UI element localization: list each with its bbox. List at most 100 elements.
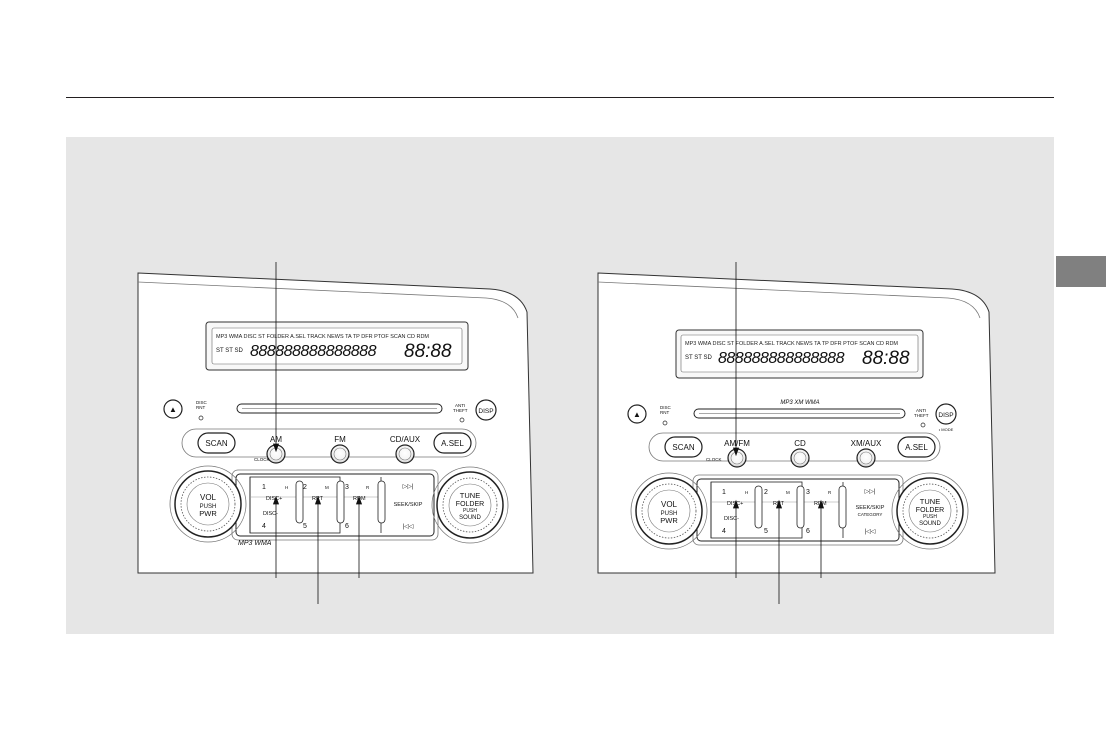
display-clock: 88:88: [404, 341, 452, 362]
preset-panel: 1 2 3 H M R DISC+ RPT RDM DISC- 4 5 6 ▷▷…: [692, 474, 904, 546]
disp-mode-sublabel: • MODE: [939, 427, 954, 432]
vol-push-label: PUSH: [661, 511, 678, 517]
folder-label: FOLDER: [916, 507, 944, 514]
eject-button[interactable]: [627, 404, 647, 424]
section-tab: [1056, 256, 1106, 287]
preset-4-label[interactable]: 4: [722, 528, 726, 535]
preset-3-label[interactable]: 3: [806, 489, 810, 496]
tune-push-label: PUSH: [463, 508, 477, 514]
preset-divider-1: [754, 485, 763, 529]
cd-label: CD: [794, 439, 806, 448]
preset-divider-1: [295, 480, 304, 524]
eject-icon: ▲: [633, 410, 641, 419]
preset-3-label[interactable]: 3: [345, 484, 349, 491]
preset-6-label[interactable]: 6: [345, 523, 349, 530]
folder-label: FOLDER: [456, 501, 484, 508]
eject-button[interactable]: [163, 399, 183, 419]
preset-divider-3: [377, 480, 386, 524]
radio-unit-left: MP3 WMA DISC ST FOLDER A.SEL TRACK NEWS …: [137, 262, 534, 604]
header-rule: [66, 97, 1054, 98]
vol-pwr-label: PWR: [199, 509, 217, 518]
disc-minus-label: DISC-: [724, 516, 739, 522]
preset-mark-m: M: [786, 490, 790, 495]
scan-button[interactable]: [197, 432, 236, 454]
vol-push-label: PUSH: [200, 504, 217, 510]
preset-divider-3: [838, 485, 847, 529]
vol-knob[interactable]: VOL PUSH PWR: [630, 472, 708, 550]
callout-lines-left: [272, 262, 363, 604]
xm-aux-label: XM/AUX: [851, 439, 882, 448]
scan-label: SCAN: [672, 443, 694, 452]
sound-label: SOUND: [459, 515, 481, 521]
preset-5-label[interactable]: 5: [303, 523, 307, 530]
preset-1-label[interactable]: 1: [262, 484, 266, 491]
skip-back-icon[interactable]: |◁◁: [865, 529, 876, 535]
cd-button[interactable]: [790, 448, 810, 468]
slot-print: MP3 XM WMA: [780, 400, 819, 406]
callout-lines-right: [732, 262, 825, 604]
xm-aux-button[interactable]: [856, 448, 876, 468]
vol-knob[interactable]: VOL PUSH PWR: [169, 465, 247, 543]
asel-button[interactable]: [433, 432, 472, 454]
skip-forward-icon[interactable]: ▷▷|: [865, 489, 876, 495]
preset-5-label[interactable]: 5: [764, 528, 768, 535]
clock-sublabel: CLOCK: [706, 457, 722, 462]
preset-1-label[interactable]: 1: [722, 489, 726, 496]
tune-knob[interactable]: TUNE FOLDER PUSH SOUND: [431, 466, 509, 544]
preset-divider-2: [336, 480, 345, 524]
preset-4-label[interactable]: 4: [262, 523, 266, 530]
preset-mark-r: R: [366, 485, 370, 490]
asel-label: A.SEL: [441, 439, 464, 448]
anti-theft-led: [459, 417, 465, 423]
preset-2-label[interactable]: 2: [764, 489, 768, 496]
disc-indicator-led: [662, 420, 668, 426]
display-window: MP3 WMA DISC ST FOLDER A.SEL TRACK NEWS …: [205, 321, 469, 371]
vol-pwr-label: PWR: [660, 516, 678, 525]
vol-label: VOL: [200, 493, 217, 502]
disc-plus-label: DISC+: [266, 496, 282, 502]
tune-knob[interactable]: TUNE FOLDER PUSH SOUND: [891, 472, 969, 550]
display-segments: 888888888888888: [718, 350, 845, 367]
display-window: MP3 WMA DISC ST FOLDER A.SEL TRACK NEWS …: [675, 329, 924, 379]
disp-label: DISP: [478, 408, 493, 415]
display-segments: 888888888888888: [250, 343, 377, 360]
disp-button[interactable]: [935, 403, 957, 425]
preset-2-label[interactable]: 2: [303, 484, 307, 491]
fm-label: FM: [334, 435, 346, 444]
clock-sublabel: CLOCK: [254, 457, 270, 462]
asel-button[interactable]: [897, 436, 936, 458]
disc-indicator-led: [198, 415, 204, 421]
category-label: CATEGORY: [858, 512, 883, 517]
preset-mark-h: H: [745, 490, 748, 495]
skip-back-icon[interactable]: |◁◁: [403, 524, 414, 530]
disp-button[interactable]: [475, 399, 497, 421]
seek-skip-label: SEEK/SKIP: [394, 502, 423, 508]
asel-label: A.SEL: [905, 443, 928, 452]
display-clock: 88:88: [862, 348, 910, 369]
radio-unit-right: MP3 WMA DISC ST FOLDER A.SEL TRACK NEWS …: [597, 262, 996, 604]
preset-mark-m: M: [325, 485, 329, 490]
mp3-wma-print: MP3 WMA: [238, 540, 272, 547]
preset-mark-h: H: [285, 485, 288, 490]
eject-icon: ▲: [169, 405, 177, 414]
display-indicators: MP3 WMA DISC ST FOLDER A.SEL TRACK NEWS …: [685, 341, 898, 347]
cd-aux-button[interactable]: [395, 444, 415, 464]
preset-6-label[interactable]: 6: [806, 528, 810, 535]
skip-forward-icon[interactable]: ▷▷|: [403, 484, 414, 490]
preset-mark-r: R: [828, 490, 832, 495]
display-mode-marks: ST ST SD: [216, 348, 243, 354]
sound-label: SOUND: [919, 521, 941, 527]
anti-theft-led: [920, 422, 926, 428]
seek-skip-label: SEEK/SKIP: [856, 505, 885, 511]
scan-label: SCAN: [205, 439, 227, 448]
fm-button[interactable]: [330, 444, 350, 464]
tune-label: TUNE: [920, 497, 940, 506]
preset-panel: 1 2 3 H M R DISC+ RPT RDM DISC- 4 5 6 ▷▷…: [231, 469, 439, 541]
disp-label: DISP: [938, 412, 953, 419]
scan-button[interactable]: [664, 436, 703, 458]
preset-divider-2: [796, 485, 805, 529]
